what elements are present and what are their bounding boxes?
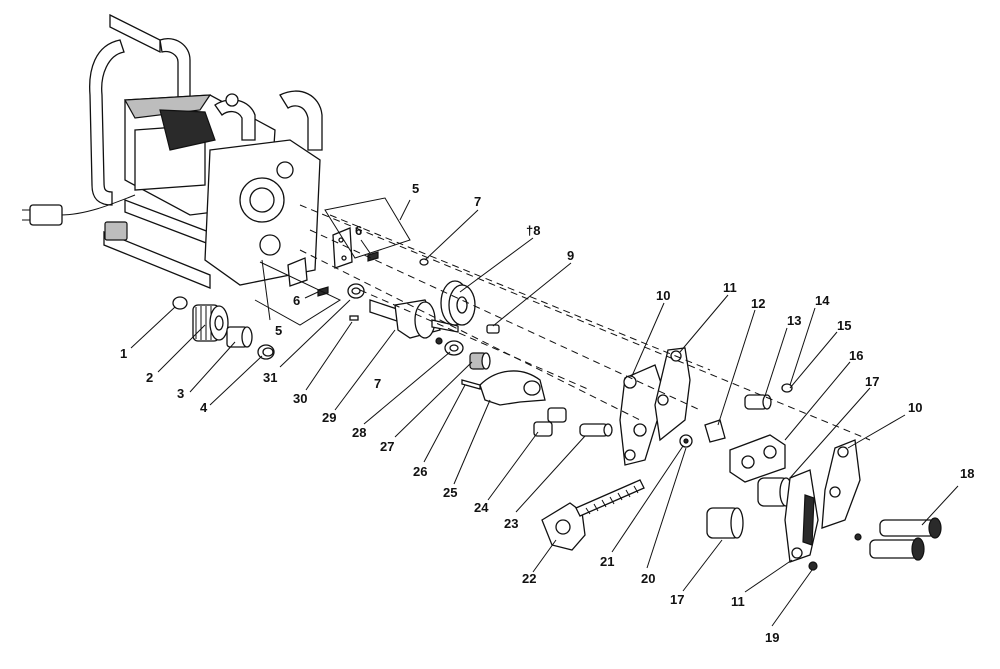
part-11-plate-lower xyxy=(784,469,819,563)
label-27: 27 xyxy=(380,439,394,454)
shaft-drive-group xyxy=(369,280,744,551)
part-10-bracket-left xyxy=(619,364,666,466)
label-10-upper: 10 xyxy=(656,288,670,303)
label-7-upper: 7 xyxy=(474,194,481,209)
label-11-upper: 11 xyxy=(723,280,737,295)
label-29: 29 xyxy=(322,410,336,425)
parts-left-group xyxy=(172,227,429,360)
bracket-assembly-right xyxy=(619,347,942,571)
part-15-nut xyxy=(854,533,862,541)
part-25-cam xyxy=(479,370,546,406)
label-1: 1 xyxy=(120,346,127,361)
part-5-plate-lower xyxy=(287,257,308,287)
motor-frame-assembly xyxy=(22,13,323,289)
label-5-upper: 5 xyxy=(412,181,419,196)
part-22-sprocket-screw xyxy=(541,479,645,551)
part-14-washer xyxy=(781,383,793,393)
label-26: 26 xyxy=(413,464,427,479)
part-8-sprocket xyxy=(440,280,476,326)
part-7-washer-lower xyxy=(435,337,443,345)
label-9: 9 xyxy=(567,248,574,263)
part-19-nut xyxy=(808,561,818,571)
part-16-block xyxy=(729,434,786,483)
part-18-bolts xyxy=(869,517,942,561)
callout-labels: 1 2 3 4 5 5 6 6 7 7 †8 9 10 10 11 11 12 … xyxy=(120,181,974,645)
label-24: 24 xyxy=(474,500,489,515)
label-17-upper: 17 xyxy=(865,374,879,389)
part-12-nut xyxy=(704,419,726,443)
label-3: 3 xyxy=(177,386,184,401)
label-10-lower: 10 xyxy=(908,400,922,415)
label-13: 13 xyxy=(787,313,801,328)
label-19: 19 xyxy=(765,630,779,645)
label-12: 12 xyxy=(751,296,765,311)
label-30: 30 xyxy=(293,391,307,406)
part-5-plate-upper xyxy=(332,227,353,269)
label-14: 14 xyxy=(815,293,830,308)
leader-lines xyxy=(130,197,959,627)
part-7-washer-upper xyxy=(419,258,429,266)
label-4: 4 xyxy=(200,400,208,415)
label-15: 15 xyxy=(837,318,851,333)
part-1-ring xyxy=(172,296,188,310)
label-20: 20 xyxy=(641,571,655,586)
part-9-nut xyxy=(486,324,500,334)
part-11-plate-upper xyxy=(654,347,691,442)
part-23-pin xyxy=(579,423,613,437)
part-3-bearing xyxy=(226,326,253,348)
label-25: 25 xyxy=(443,485,457,500)
part-6-screw-upper xyxy=(367,251,379,262)
label-31: 31 xyxy=(263,370,277,385)
part-29-shaft xyxy=(369,299,459,339)
part-17-roller-lower xyxy=(706,507,744,539)
part-24-screw-pair xyxy=(533,407,567,437)
label-6-upper: 6 xyxy=(355,223,362,238)
label-2: 2 xyxy=(146,370,153,385)
part-10-bracket-right xyxy=(821,439,861,529)
label-8: †8 xyxy=(526,223,540,238)
part-26-pin xyxy=(461,379,481,390)
label-17-lower: 17 xyxy=(670,592,684,607)
label-23: 23 xyxy=(504,516,518,531)
label-21: 21 xyxy=(600,554,614,569)
label-16: 16 xyxy=(849,348,863,363)
label-6-lower: 6 xyxy=(293,293,300,308)
part-2-gear xyxy=(192,304,229,342)
label-11-lower: 11 xyxy=(731,594,745,609)
label-28: 28 xyxy=(352,425,366,440)
part-27-bushing xyxy=(469,352,491,370)
part-30-key xyxy=(349,315,359,321)
part-13-pin xyxy=(744,394,772,410)
label-22: 22 xyxy=(522,571,536,586)
label-18: 18 xyxy=(960,466,974,481)
label-5-lower: 5 xyxy=(275,323,282,338)
label-7-lower: 7 xyxy=(374,376,381,391)
assembly-centerlines xyxy=(299,204,871,441)
